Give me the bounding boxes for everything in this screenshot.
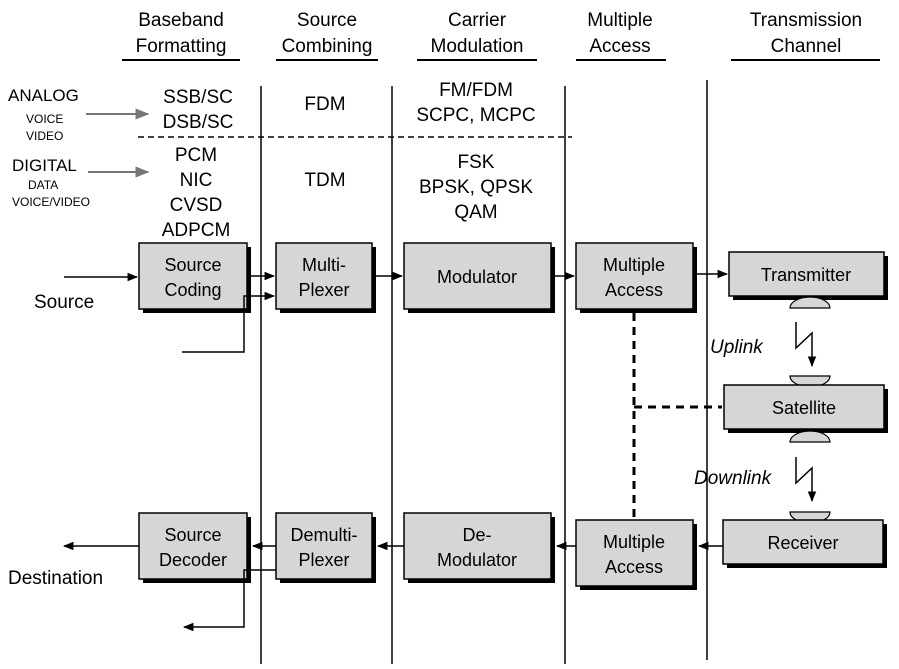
voice-label: VOICE xyxy=(26,112,63,126)
secondary-input-arrow xyxy=(182,291,276,353)
voice-video-label: VOICE/VIDEO xyxy=(12,195,90,209)
header-baseband-line1: Baseband xyxy=(138,10,224,31)
multiple-access-label: Multiple xyxy=(603,255,665,275)
analog-baseband-item: SSB/SC xyxy=(163,87,233,108)
column-separators xyxy=(260,80,708,664)
demultiplexer-label: Demulti- xyxy=(290,525,357,545)
analog-baseband-item: DSB/SC xyxy=(163,112,234,133)
multiple-access-label: Access xyxy=(605,557,663,577)
receiver-box: Receiver xyxy=(722,519,887,568)
rx-chain: Source Decoder Demulti- Plexer De- Modul… xyxy=(8,512,723,632)
video-label: VIDEO xyxy=(26,129,63,143)
header-source-line2: Combining xyxy=(282,36,373,57)
uplink-lightning-icon xyxy=(795,322,817,368)
multiplexer-label: Plexer xyxy=(298,280,349,300)
transmitter-label: Transmitter xyxy=(761,265,851,285)
multiple-access-tx-box: Multiple Access xyxy=(575,242,697,313)
demodulator-label: De- xyxy=(462,525,491,545)
multiple-access-label: Access xyxy=(605,280,663,300)
digital-modulation-item: QAM xyxy=(454,202,497,223)
digital-baseband-item: NIC xyxy=(180,170,213,191)
digital-combining: TDM xyxy=(304,170,345,191)
transmitter-box: Transmitter xyxy=(728,251,888,300)
uplink-label: Uplink xyxy=(710,337,764,358)
modulator-box: Modulator xyxy=(403,242,555,313)
demodulator-label: Modulator xyxy=(437,550,517,570)
multiplexer-label: Multi- xyxy=(302,255,346,275)
demodulator-box: De- Modulator xyxy=(403,512,555,583)
downlink-label: Downlink xyxy=(694,468,773,489)
header-carrier-line2: Modulation xyxy=(431,36,524,57)
digital-baseband-item: ADPCM xyxy=(162,220,231,241)
digital-modulation-item: BPSK, QPSK xyxy=(419,177,533,198)
multiple-access-label: Multiple xyxy=(603,532,665,552)
data-label: DATA xyxy=(28,178,58,192)
analog-combining: FDM xyxy=(304,94,345,115)
multiplexer-box: Multi- Plexer xyxy=(275,242,376,313)
satellite-transmit-antenna-icon xyxy=(789,430,831,443)
digital-baseband-item: PCM xyxy=(175,145,217,166)
demultiplexer-box: Demulti- Plexer xyxy=(275,512,376,583)
header-baseband-line2: Formatting xyxy=(136,36,227,57)
secondary-output-arrow xyxy=(182,569,276,632)
satellite-label: Satellite xyxy=(772,398,836,418)
signal-type-labels: ANALOG VOICE VIDEO DIGITAL DATA VOICE/VI… xyxy=(8,86,150,209)
header-access-line1: Multiple xyxy=(587,10,652,31)
downlink-lightning-icon xyxy=(795,457,817,503)
digital-modulation-item: FSK xyxy=(458,152,495,173)
source-decoder-label: Decoder xyxy=(159,550,227,570)
source-coding-label: Source xyxy=(164,255,221,275)
transmit-antenna-icon xyxy=(789,296,831,309)
source-coding-box: Source Coding xyxy=(138,242,251,313)
column-headers: Baseband Formatting Source Combining Car… xyxy=(122,10,880,61)
analog-modulation-item: FM/FDM xyxy=(439,80,513,101)
source-label: Source xyxy=(34,292,94,313)
receiver-label: Receiver xyxy=(767,533,838,553)
multiple-access-rx-box: Multiple Access xyxy=(575,519,697,590)
source-coding-label: Coding xyxy=(164,280,221,300)
digital-baseband-item: CVSD xyxy=(170,195,223,216)
destination-label: Destination xyxy=(8,568,103,589)
format-lists: SSB/SC DSB/SC FDM FM/FDM SCPC, MCPC PCM … xyxy=(162,80,536,241)
analog-modulation-item: SCPC, MCPC xyxy=(416,105,535,126)
header-channel-line2: Channel xyxy=(771,36,842,57)
source-decoder-label: Source xyxy=(164,525,221,545)
satellite-box: Satellite xyxy=(723,384,888,433)
digital-label: DIGITAL xyxy=(12,156,77,175)
modulator-label: Modulator xyxy=(437,267,517,287)
header-source-line1: Source xyxy=(297,10,357,31)
header-carrier-line1: Carrier xyxy=(448,10,507,31)
channel-path: Uplink Satellite Downlink Receiver xyxy=(632,313,888,568)
header-channel-line1: Transmission xyxy=(750,10,862,31)
tx-chain: Source Coding Multi- Plexer Modulator Mu… xyxy=(34,242,888,353)
source-decoder-box: Source Decoder xyxy=(138,512,251,583)
demultiplexer-label: Plexer xyxy=(298,550,349,570)
analog-label: ANALOG xyxy=(8,86,79,105)
header-access-line2: Access xyxy=(589,36,650,57)
